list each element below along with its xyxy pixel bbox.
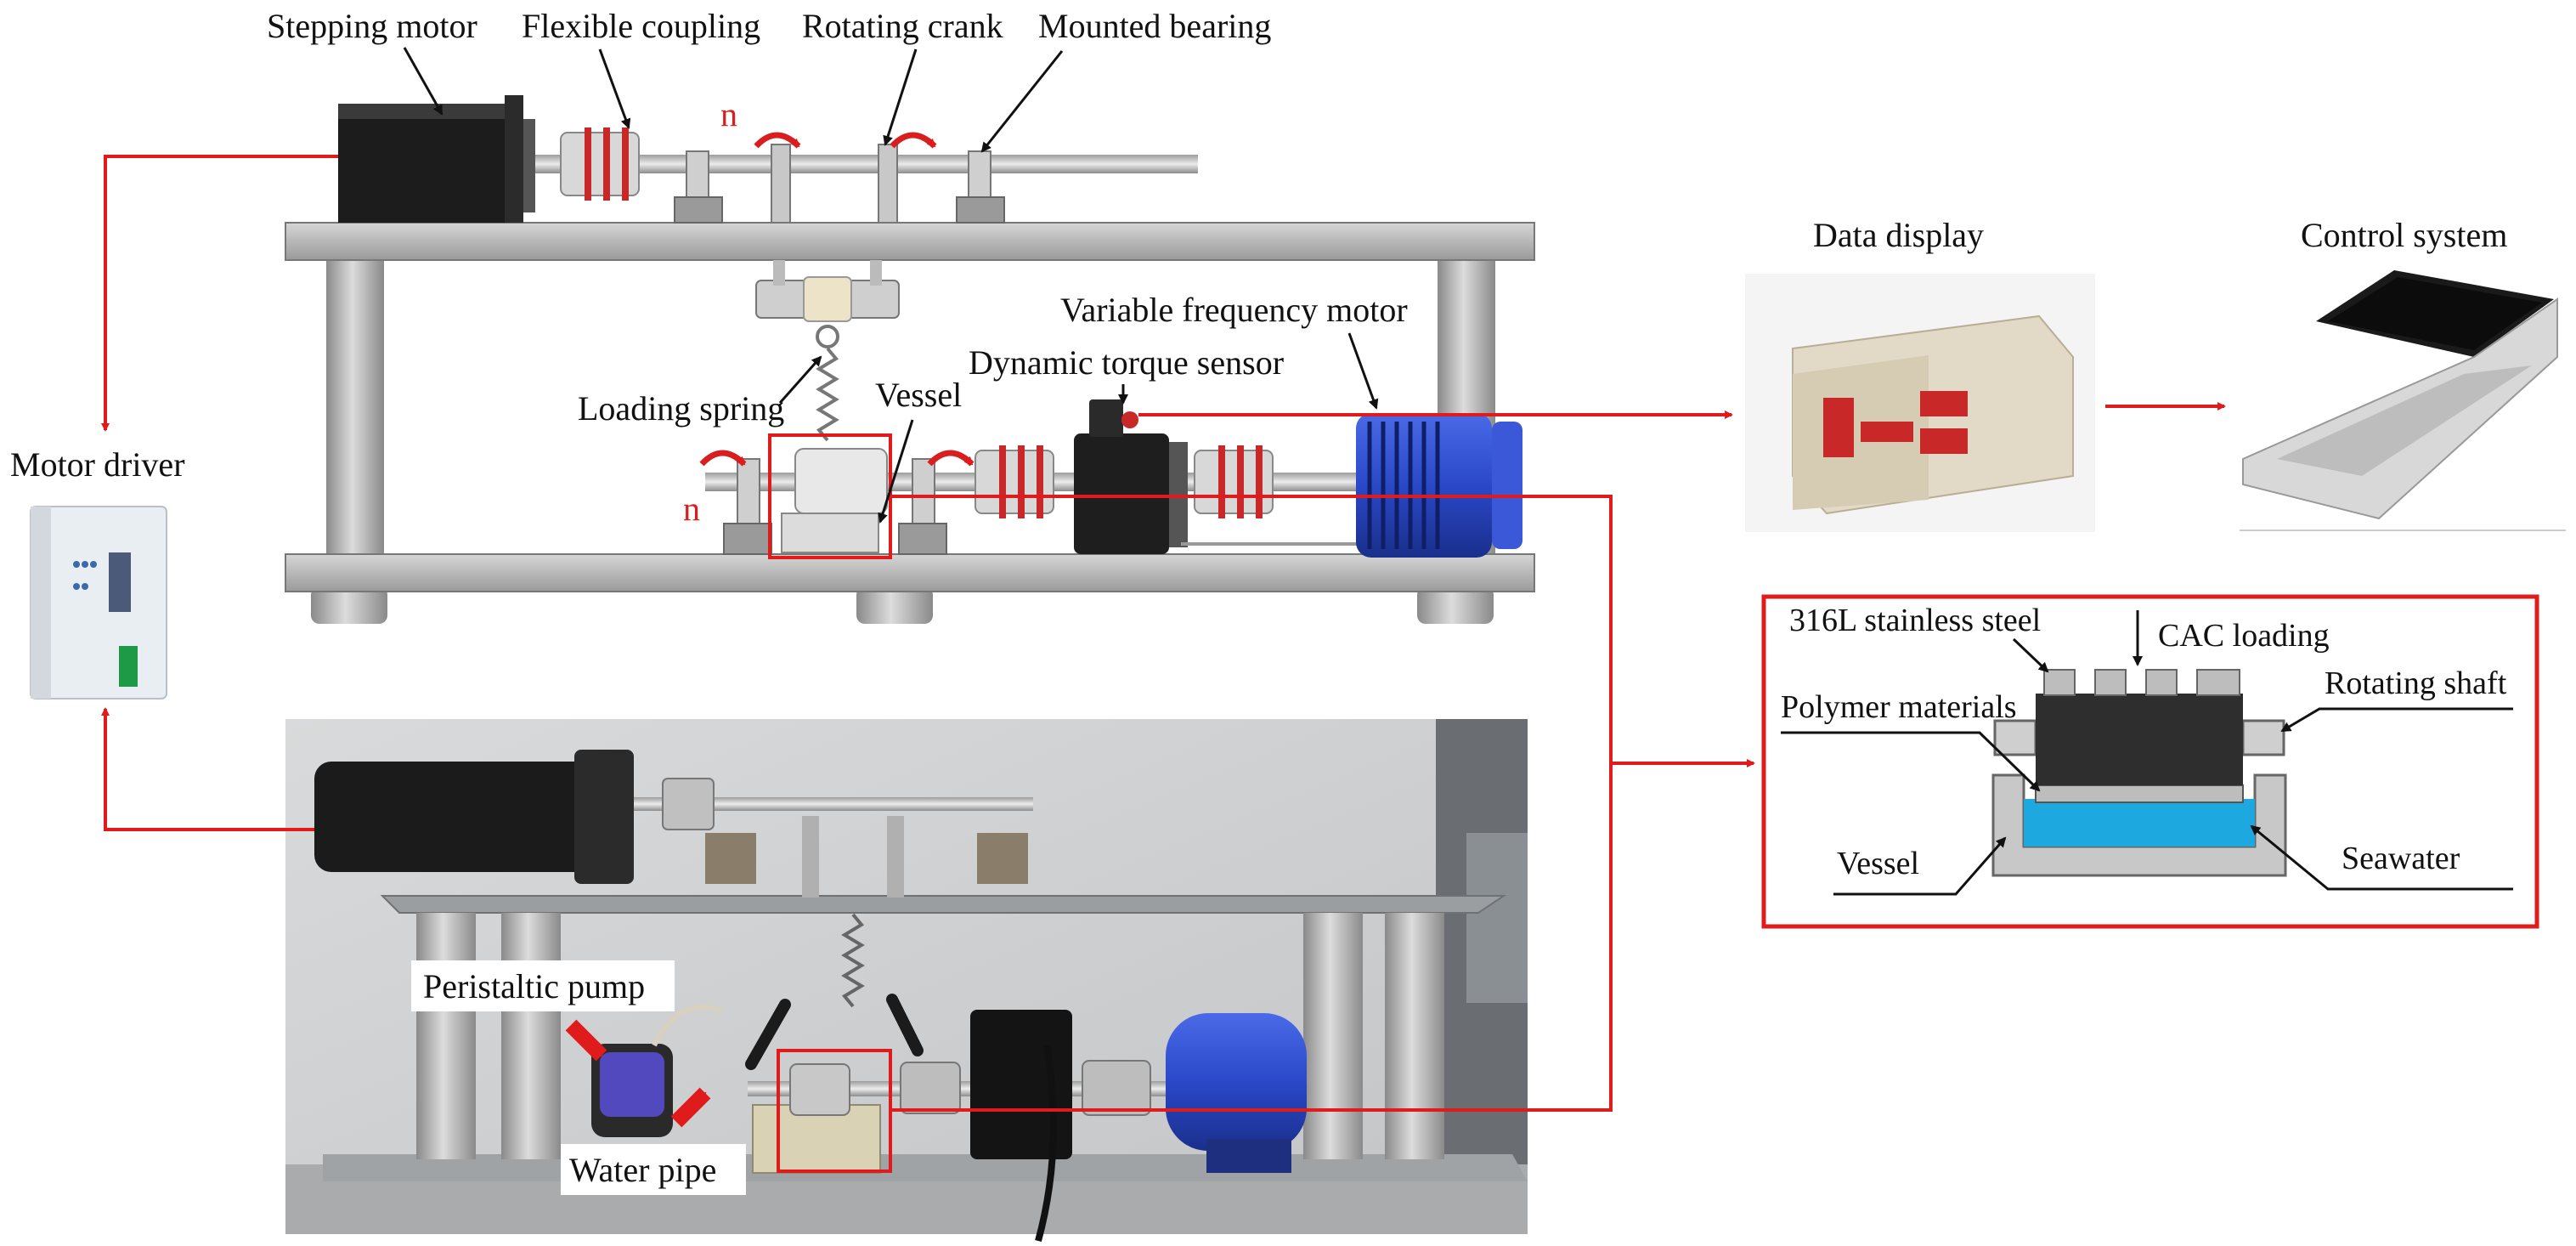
arrow-to-pump — [565, 1019, 607, 1062]
stepping-motor-body — [338, 104, 505, 223]
section-steel-block — [2036, 694, 2243, 785]
support-post-left — [326, 255, 384, 569]
loading-spring — [816, 347, 839, 442]
control-system-laptop — [2240, 270, 2566, 531]
photo-variable-frequency-motor — [1166, 1013, 1307, 1151]
cross-section-detail: 316L stainless steel CAC loading Polymer… — [1761, 594, 2539, 929]
label-polymer-materials: Polymer materials — [1781, 689, 2017, 725]
support-foot-left — [311, 586, 387, 624]
rotating-crank-pair — [771, 144, 898, 224]
label-mounted-bearing: Mounted bearing — [1038, 7, 1271, 45]
mounted-bearings-bottom — [723, 458, 947, 555]
line-photo-motor-to-driver — [101, 707, 314, 831]
label-section-vessel: Vessel — [1837, 846, 1919, 881]
vessel-cad — [781, 513, 879, 553]
label-variable-frequency-motor: Variable frequency motor — [1060, 291, 1408, 329]
section-polymer — [2035, 784, 2244, 803]
label-peristaltic-pump: Peristaltic pump — [423, 967, 645, 1005]
label-316l-stainless-steel: 316L stainless steel — [1789, 603, 2041, 638]
label-data-display: Data display — [1813, 216, 1984, 254]
rotation-arrow-bottom-left — [699, 450, 747, 467]
section-shaft-left — [1993, 719, 2037, 756]
photo-torque-sensor — [970, 1010, 1072, 1159]
support-foot-right — [1417, 586, 1494, 624]
label-control-system: Control system — [2301, 216, 2507, 254]
rig-photo: Peristaltic pump Water pipe — [285, 719, 1528, 1243]
signal-connections — [101, 155, 2226, 1112]
line-vessel-to-section — [890, 759, 1755, 1112]
photo-stepping-motor — [314, 762, 603, 872]
rotation-arrow-top-left — [754, 132, 801, 149]
section-seawater — [2024, 799, 2255, 847]
arrow-to-water-pipe — [670, 1087, 711, 1128]
lower-plate — [285, 553, 1535, 592]
photo-upper-plate — [380, 895, 1507, 914]
label-flexible-coupling: Flexible coupling — [522, 7, 760, 45]
label-water-pipe: Water pipe — [569, 1151, 716, 1189]
cad-rig-rendering: n n — [285, 95, 1535, 624]
line-stepper-to-driver — [101, 155, 338, 432]
flexible-coupling-top — [560, 127, 640, 201]
label-dynamic-torque-sensor: Dynamic torque sensor — [969, 343, 1284, 382]
photo-vessel — [752, 1104, 881, 1174]
label-rotation-n-top: n — [720, 95, 737, 133]
specimen-holder — [794, 448, 888, 514]
label-rotating-shaft: Rotating shaft — [2325, 665, 2507, 701]
motor-driver-device — [30, 506, 167, 699]
dynamic-torque-sensor — [1074, 433, 1169, 554]
mounted-bearings-top — [674, 150, 1005, 224]
label-loading-spring: Loading spring — [578, 389, 784, 428]
label-rotating-crank: Rotating crank — [802, 7, 1003, 45]
rotation-arrow-top-right — [890, 132, 937, 149]
section-shaft-right — [2241, 719, 2285, 756]
label-rotation-n-bottom: n — [683, 490, 700, 528]
data-display-device — [1745, 274, 2095, 532]
label-motor-driver: Motor driver — [10, 445, 185, 484]
label-cac-loading: CAC loading — [2158, 618, 2330, 654]
label-stepping-motor: Stepping motor — [267, 7, 477, 45]
label-vessel-top: Vessel — [875, 376, 962, 414]
rotation-arrow-bottom-right — [927, 450, 974, 467]
cad-labels: Stepping motor Flexible coupling Rotatin… — [267, 7, 1408, 524]
label-seawater: Seawater — [2342, 841, 2460, 876]
support-foot-middle — [856, 586, 933, 624]
upper-plate — [285, 222, 1535, 261]
